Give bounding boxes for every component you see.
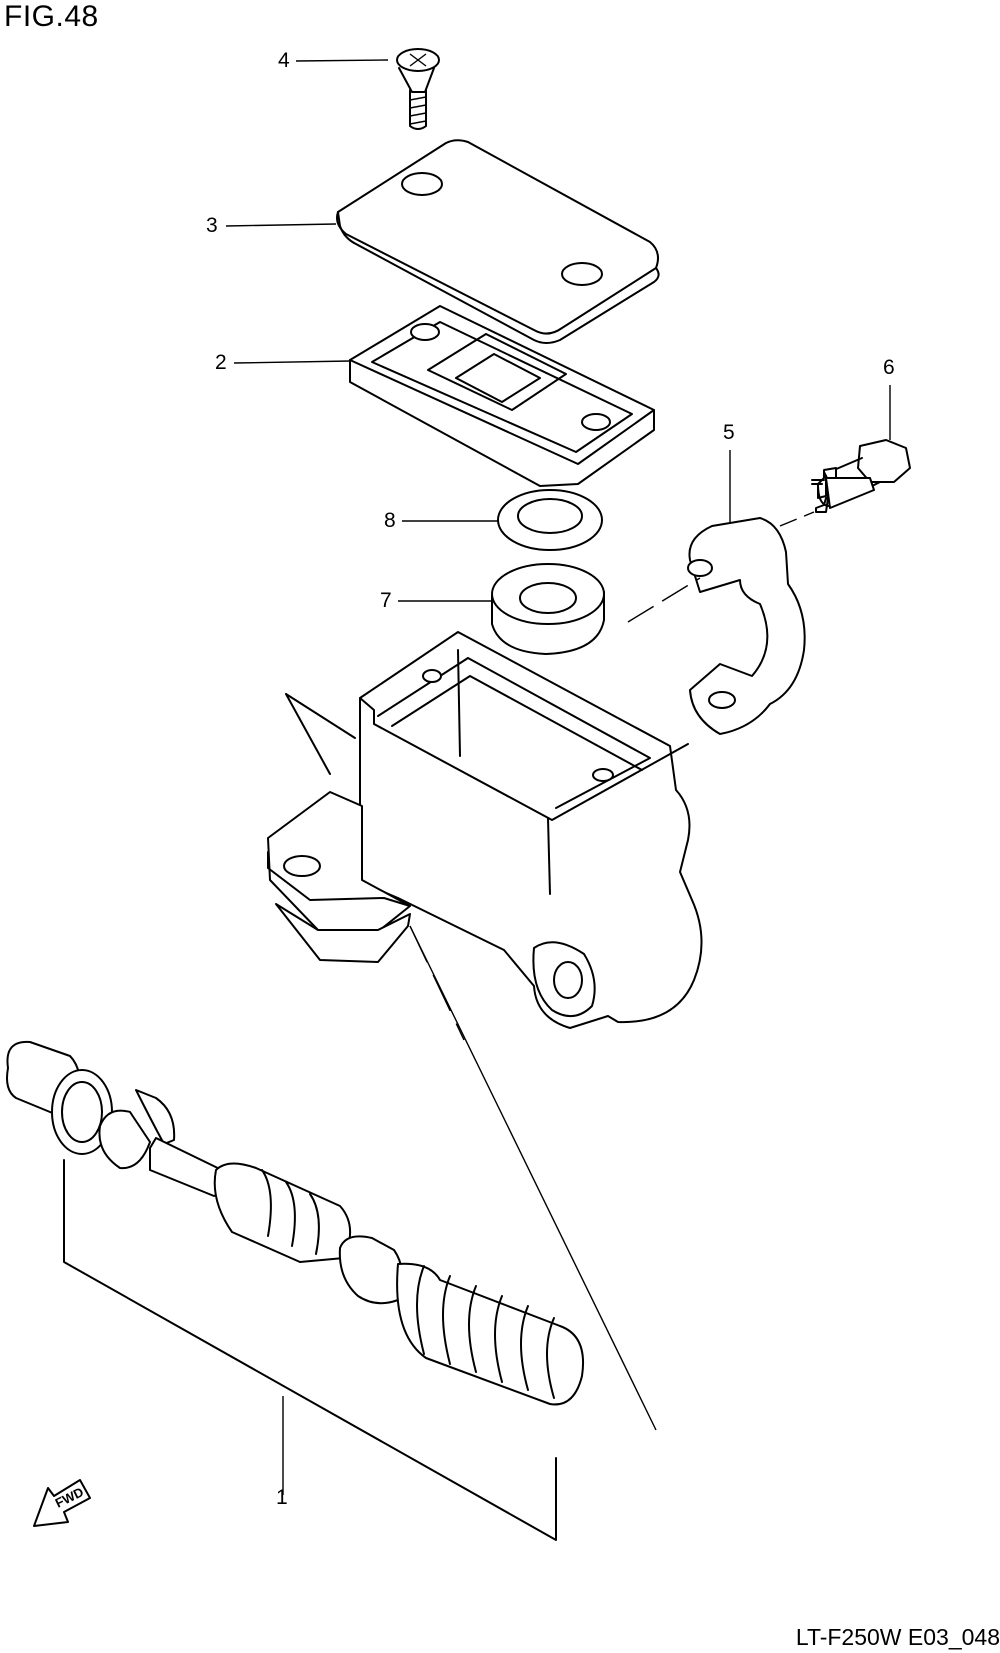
part-1-piston-assembly <box>6 1040 584 1541</box>
master-cylinder-body <box>267 631 703 1431</box>
figure-title: FIG.48 <box>4 0 99 33</box>
part-3-reservoir-cap <box>336 139 660 344</box>
callout-6: 6 <box>883 356 895 379</box>
part-8-plate <box>497 489 603 551</box>
callout-3: 3 <box>206 214 218 237</box>
callout-2: 2 <box>215 351 227 374</box>
part-7-boot <box>491 563 605 655</box>
part-5-holder <box>627 517 806 735</box>
callout-5: 5 <box>723 421 735 444</box>
callout-4: 4 <box>278 49 290 72</box>
callout-1: 1 <box>276 1486 288 1509</box>
figure-code: LT-F250W E03_048 <box>795 1624 1000 1650</box>
part-4-screw <box>396 48 440 130</box>
part-6-bolt <box>779 439 911 527</box>
leader-lines <box>225 59 891 1495</box>
callout-8: 8 <box>384 509 396 532</box>
callout-7: 7 <box>380 589 392 612</box>
fwd-arrow-icon: FWD <box>33 1479 91 1527</box>
part-2-diaphragm <box>349 305 655 487</box>
